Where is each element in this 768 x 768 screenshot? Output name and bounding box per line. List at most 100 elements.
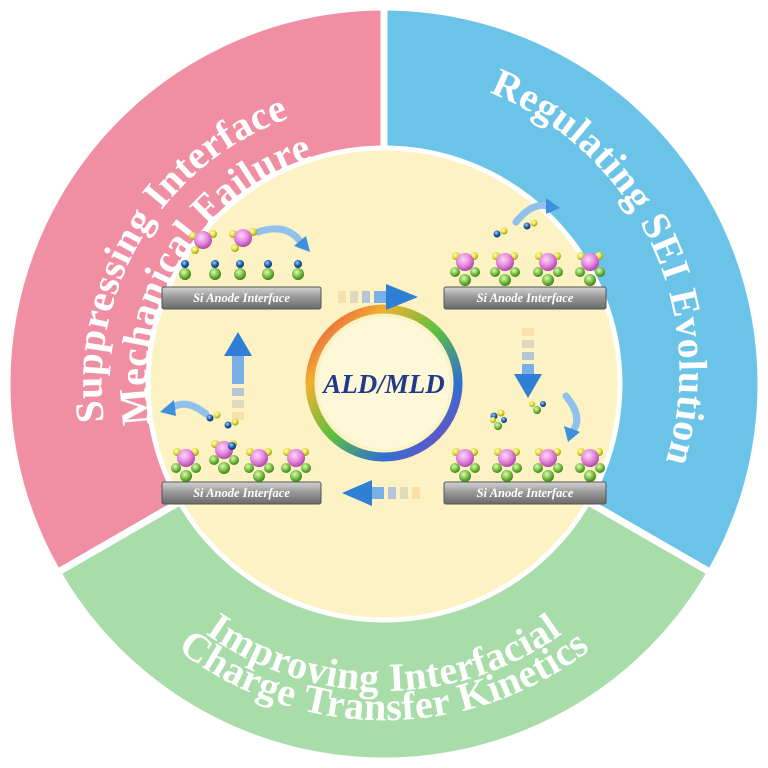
curved-arrow-top-right (512, 198, 560, 226)
atom (180, 470, 192, 482)
atom (294, 260, 302, 268)
atom (171, 463, 181, 473)
molecule-atoms (171, 219, 605, 482)
curved-arrow-bottom-right (562, 392, 581, 442)
atom (530, 219, 538, 227)
atom (231, 244, 239, 252)
atom (581, 253, 599, 271)
atom (194, 231, 212, 249)
atom (264, 463, 274, 473)
panel-top-right: Si Anode Interface (443, 286, 607, 310)
atom (499, 274, 511, 286)
atom (492, 463, 502, 473)
atom (287, 449, 305, 467)
atom (501, 417, 507, 423)
atom (575, 463, 585, 473)
atom (231, 418, 239, 426)
arrow-left (342, 480, 420, 506)
atom (490, 267, 500, 277)
atom (229, 455, 239, 465)
si-anode-substrate (443, 481, 607, 505)
panel-top-left: Si Anode Interface (161, 286, 322, 310)
atom (533, 463, 543, 473)
atom (244, 463, 254, 473)
atom (234, 268, 246, 280)
atom (470, 267, 480, 277)
ald-mld-cycle-ring (305, 304, 463, 462)
atom (213, 411, 221, 419)
atom (584, 274, 596, 286)
atom (292, 268, 304, 280)
panel-bottom-right: Si Anode Interface (443, 481, 607, 505)
atom (539, 449, 557, 467)
si-anode-label: Si Anode Interface (193, 291, 290, 305)
atom (595, 267, 605, 277)
arrow-right (338, 284, 418, 310)
curved-arrow-top-left (254, 225, 310, 252)
atom (533, 267, 543, 277)
atom (177, 449, 195, 467)
arrow-up (224, 332, 252, 420)
atom (228, 442, 236, 450)
atom (512, 463, 522, 473)
atom (264, 260, 272, 268)
atom (211, 260, 219, 268)
atom (553, 463, 563, 473)
atom (501, 470, 513, 482)
atom (281, 463, 291, 473)
atom (209, 268, 221, 280)
atom (500, 227, 508, 235)
panel-bottom-left: Si Anode Interface (161, 481, 322, 505)
atom (584, 470, 596, 482)
atom (459, 274, 471, 286)
atom (542, 274, 554, 286)
ald-mld-label: ALD/MLD (321, 369, 445, 399)
atom (250, 449, 268, 467)
atom (493, 230, 501, 238)
atom (539, 253, 557, 271)
atom (470, 463, 480, 473)
atom (209, 455, 219, 465)
atom (191, 246, 199, 254)
atom (490, 417, 496, 423)
atom (218, 462, 230, 474)
atom (253, 470, 265, 482)
atom (581, 449, 599, 467)
atom (533, 406, 541, 414)
atom (459, 470, 471, 482)
atom (510, 267, 520, 277)
atom (496, 253, 514, 271)
atom (450, 267, 460, 277)
atom (529, 401, 535, 407)
si-anode-substrate (443, 286, 607, 310)
arrow-down (514, 328, 542, 398)
atom (575, 267, 585, 277)
atom (179, 268, 191, 280)
atom (450, 463, 460, 473)
curved-arrow-bottom-left (160, 400, 210, 418)
atom (206, 414, 214, 422)
atom (553, 267, 563, 277)
atom (290, 470, 302, 482)
atom (595, 463, 605, 473)
atom (234, 229, 252, 247)
si-anode-substrate (161, 481, 322, 505)
atom (301, 463, 311, 473)
atom (236, 260, 244, 268)
atom (181, 260, 189, 268)
atom (497, 409, 505, 417)
atom (262, 268, 274, 280)
atom (456, 449, 474, 467)
atom (523, 222, 531, 230)
atom (542, 470, 554, 482)
si-anode-label: Si Anode Interface (477, 486, 574, 500)
si-anode-label: Si Anode Interface (477, 291, 574, 305)
atom (191, 463, 201, 473)
si-anode-label: Si Anode Interface (193, 486, 290, 500)
si-anode-substrate (161, 286, 322, 310)
atom (494, 422, 502, 430)
atom (456, 253, 474, 271)
atom (498, 449, 516, 467)
atom (224, 421, 232, 429)
